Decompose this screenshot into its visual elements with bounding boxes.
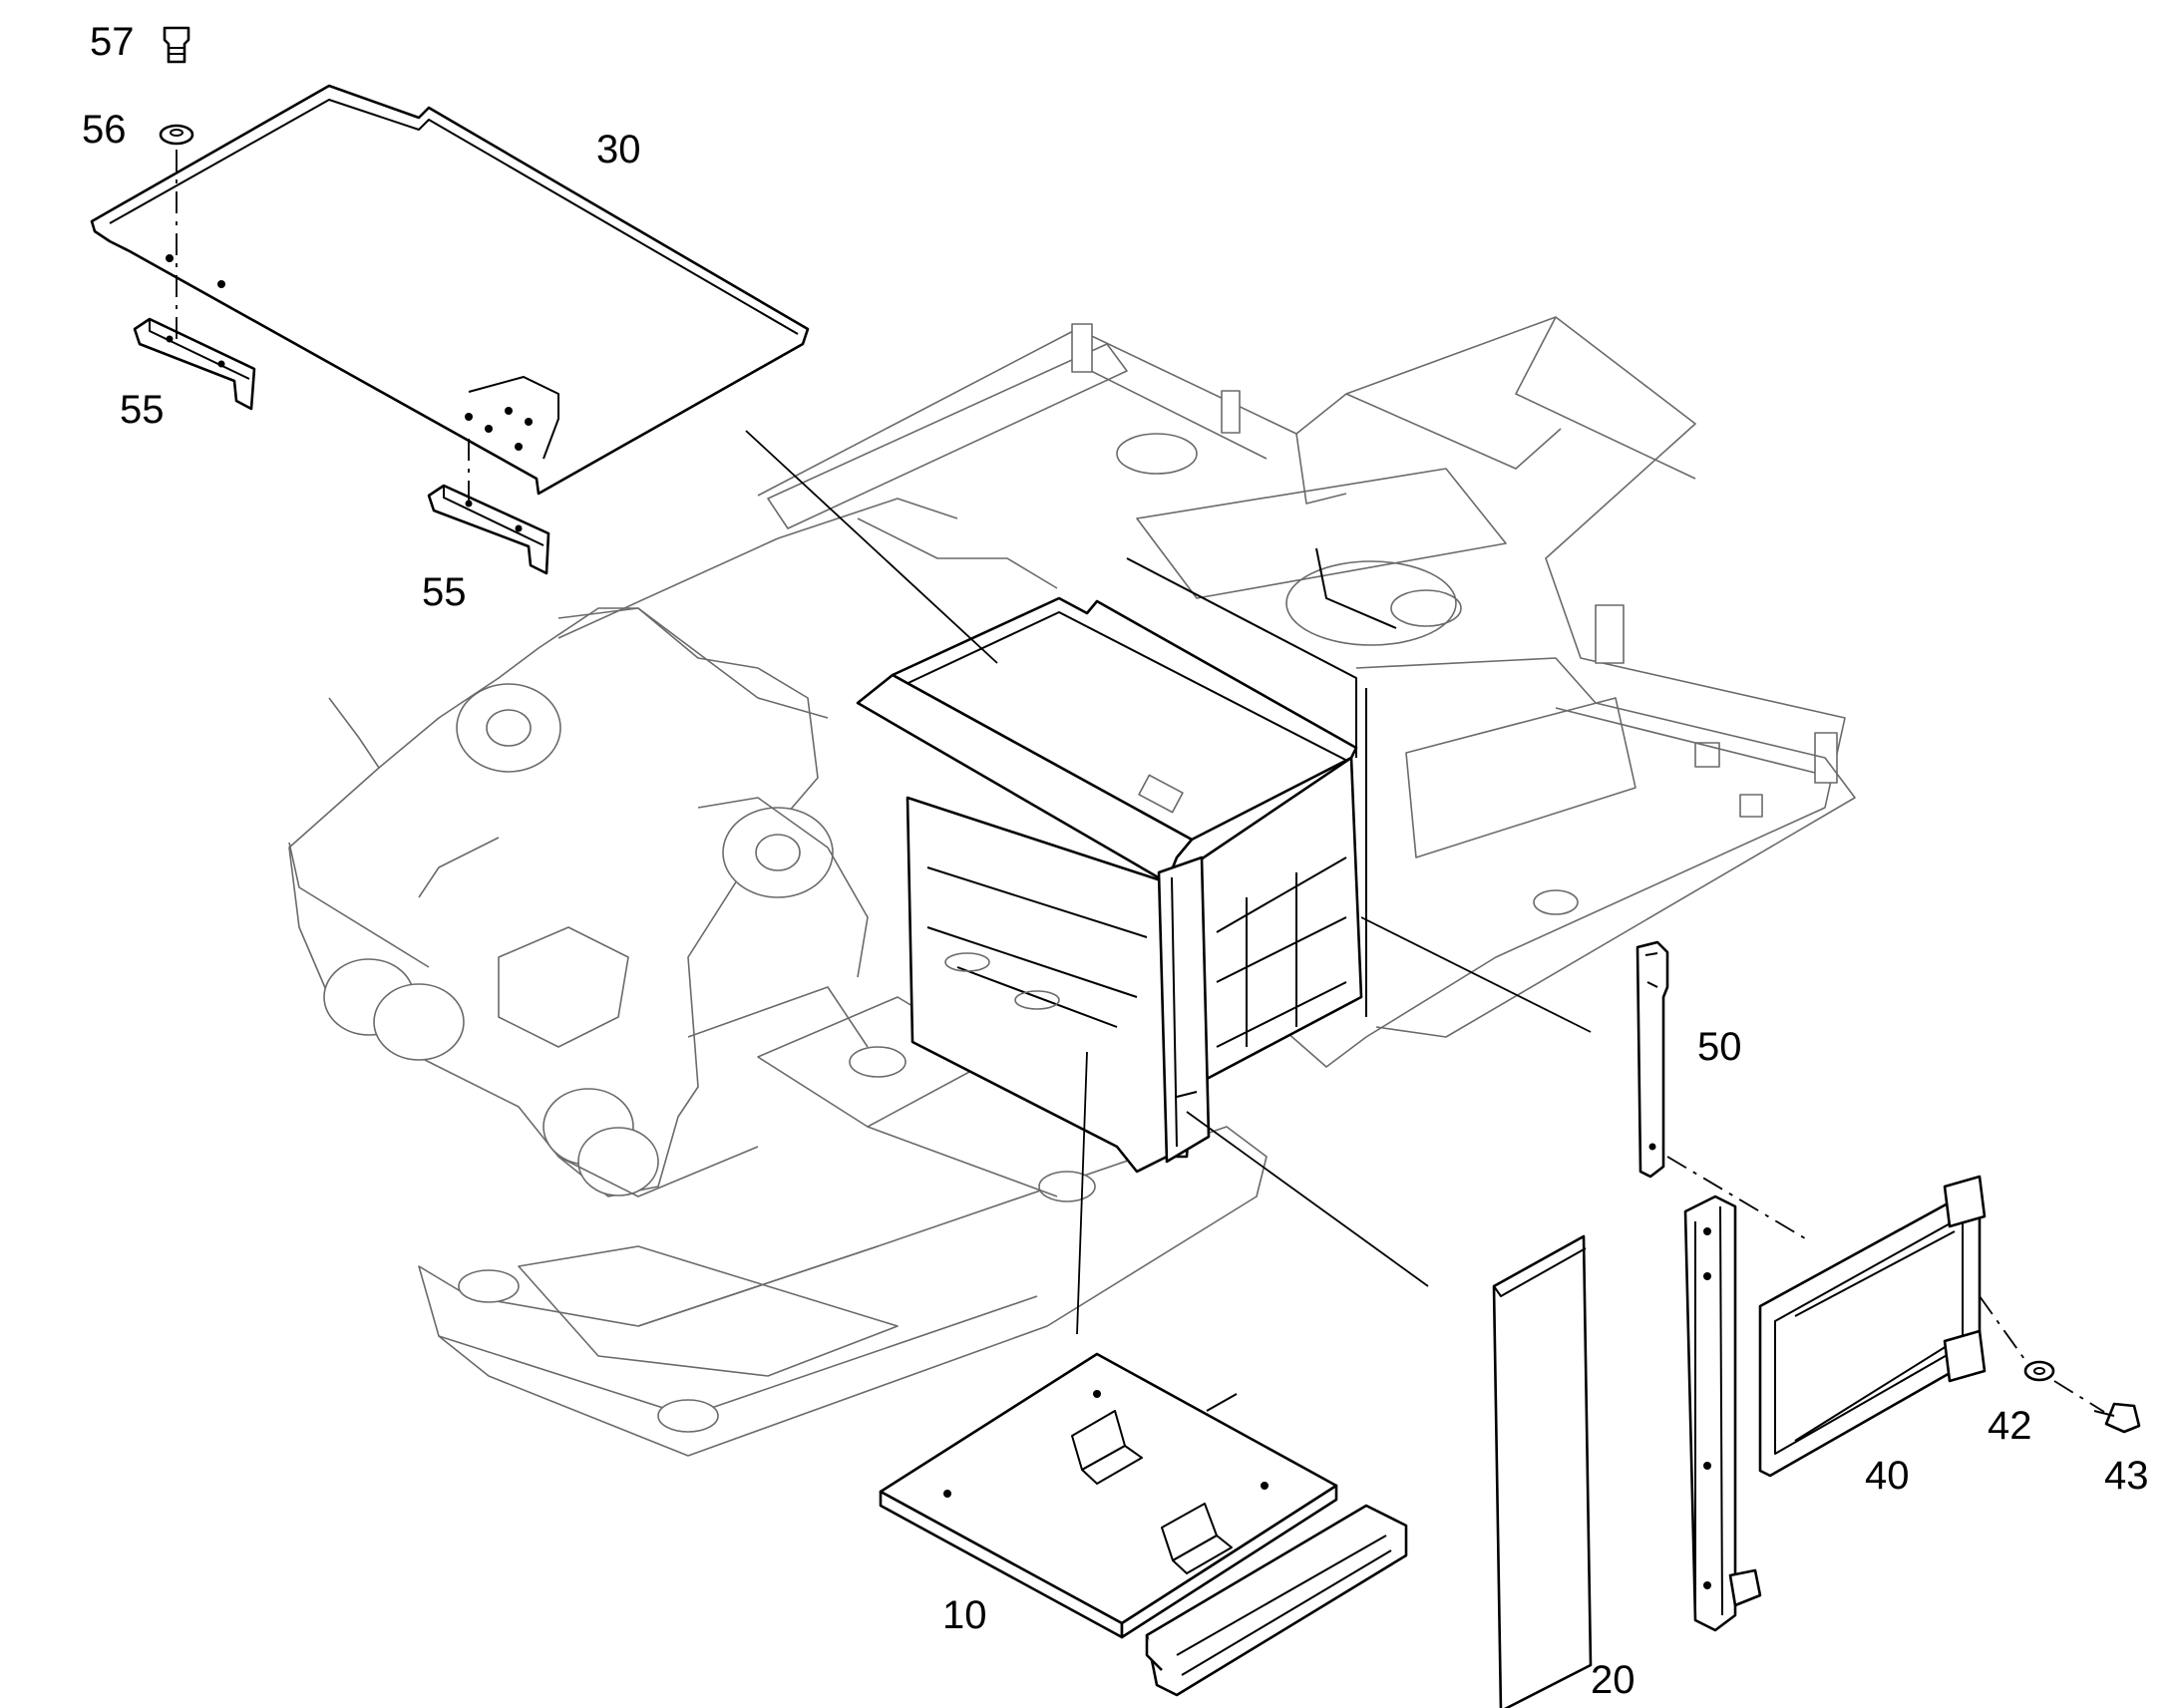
- part-57-bolt: [163, 26, 190, 64]
- callout-30: 30: [596, 128, 641, 171]
- callout-55-lower: 55: [422, 570, 467, 614]
- part-42-washer: [2023, 1360, 2055, 1382]
- part-56-washer: [159, 124, 194, 146]
- part-30-cover-plate: [90, 84, 810, 496]
- callout-42: 42: [1988, 1404, 2032, 1448]
- part-40-frame: [1683, 1175, 1987, 1632]
- upper-frame-ghost: [288, 316, 1856, 1457]
- callout-10: 10: [942, 1593, 987, 1637]
- callout-20: 20: [1591, 1658, 1635, 1702]
- battery-box-assembly: [856, 547, 1397, 1174]
- part-50-strip: [1635, 940, 1669, 1179]
- part-10-tray: [879, 1352, 1408, 1697]
- part-55-bracket-b: [427, 484, 550, 575]
- callout-57: 57: [90, 20, 135, 64]
- leader-lines: [745, 430, 2105, 1413]
- callout-50: 50: [1697, 1025, 1742, 1069]
- part-20-panel: [1492, 1234, 1593, 1708]
- callout-56: 56: [82, 108, 127, 152]
- callout-labels: 57 56 30 55 55 50 10 20 40 42 43: [82, 20, 2149, 1702]
- callout-43: 43: [2104, 1454, 2149, 1498]
- callout-40: 40: [1865, 1454, 1910, 1498]
- part-43-bolt: [2093, 1402, 2141, 1434]
- part-55-bracket-a: [133, 317, 256, 411]
- callout-55-upper: 55: [120, 388, 165, 432]
